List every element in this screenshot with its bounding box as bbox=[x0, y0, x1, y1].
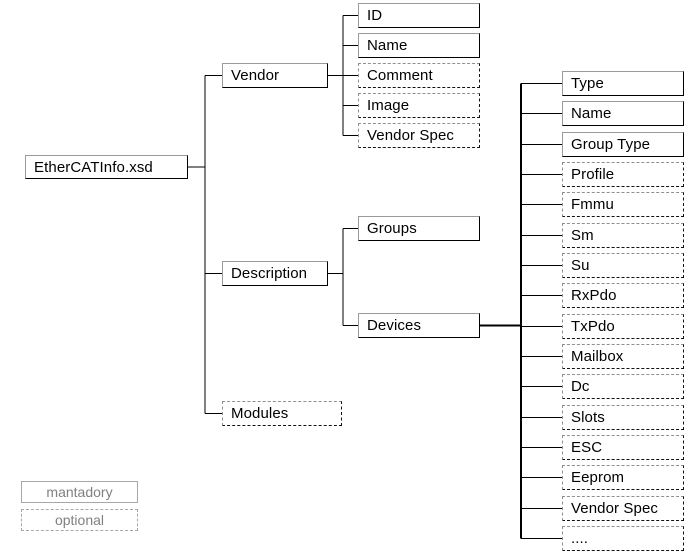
node-label: Dc bbox=[571, 378, 590, 395]
node-label: Devices bbox=[367, 317, 422, 334]
node-devices[interactable]: Devices bbox=[358, 313, 480, 338]
node-device-sm[interactable]: Sm bbox=[562, 223, 684, 248]
node-label: Type bbox=[571, 75, 604, 92]
node-label: Profile bbox=[571, 166, 615, 183]
node-label: RxPdo bbox=[571, 287, 617, 304]
legend-mandatory: mantadory bbox=[21, 481, 138, 503]
node-device-mailbox[interactable]: Mailbox bbox=[562, 344, 684, 369]
node-label: Name bbox=[571, 105, 612, 122]
node-label: Comment bbox=[367, 67, 433, 84]
node-label: TxPdo bbox=[571, 318, 615, 335]
node-vendor[interactable]: Vendor bbox=[222, 63, 328, 88]
legend-optional: optional bbox=[21, 509, 138, 531]
node-label: .... bbox=[571, 530, 589, 547]
node-device-esc[interactable]: ESC bbox=[562, 435, 684, 460]
node-label: EtherCATInfo.xsd bbox=[34, 158, 153, 176]
node-groups[interactable]: Groups bbox=[358, 216, 480, 241]
legend-label: optional bbox=[54, 512, 105, 528]
node-vendor-comment[interactable]: Comment bbox=[358, 63, 480, 88]
node-label: Vendor Spec bbox=[571, 500, 658, 517]
node-vendor-id[interactable]: ID bbox=[358, 3, 480, 28]
node-device-profile[interactable]: Profile bbox=[562, 162, 684, 187]
node-vendor-name[interactable]: Name bbox=[358, 33, 480, 58]
node-label: Image bbox=[367, 97, 410, 114]
node-label: Group Type bbox=[571, 136, 651, 153]
node-label: Su bbox=[571, 257, 590, 274]
node-device-group-type[interactable]: Group Type bbox=[562, 132, 684, 157]
node-device-rxpdo[interactable]: RxPdo bbox=[562, 283, 684, 308]
node-label: Eeprom bbox=[571, 469, 625, 486]
node-root[interactable]: EtherCATInfo.xsd bbox=[25, 155, 188, 179]
node-label: Vendor Spec bbox=[367, 127, 454, 144]
node-label: Name bbox=[367, 37, 408, 54]
node-device-eeprom[interactable]: Eeprom bbox=[562, 465, 684, 490]
node-description[interactable]: Description bbox=[222, 261, 328, 286]
node-device-txpdo[interactable]: TxPdo bbox=[562, 314, 684, 339]
legend-label: mantadory bbox=[46, 484, 113, 500]
node-label: Sm bbox=[571, 227, 594, 244]
node-device-su[interactable]: Su bbox=[562, 253, 684, 278]
node-device-more[interactable]: .... bbox=[562, 526, 684, 551]
node-device-name[interactable]: Name bbox=[562, 101, 684, 126]
node-modules[interactable]: Modules bbox=[222, 401, 342, 426]
node-label: Vendor bbox=[231, 67, 280, 84]
node-device-dc[interactable]: Dc bbox=[562, 374, 684, 399]
node-label: ESC bbox=[571, 439, 603, 456]
node-label: Fmmu bbox=[571, 196, 614, 213]
node-label: Groups bbox=[367, 220, 417, 237]
node-vendor-vendor-spec[interactable]: Vendor Spec bbox=[358, 123, 480, 148]
node-label: Description bbox=[231, 265, 308, 282]
node-device-vendor-spec[interactable]: Vendor Spec bbox=[562, 496, 684, 521]
node-label: Modules bbox=[231, 405, 289, 422]
node-label: Slots bbox=[571, 409, 605, 426]
node-label: ID bbox=[367, 7, 383, 24]
node-device-type[interactable]: Type bbox=[562, 71, 684, 96]
node-device-slots[interactable]: Slots bbox=[562, 405, 684, 430]
node-label: Mailbox bbox=[571, 348, 624, 365]
node-device-fmmu[interactable]: Fmmu bbox=[562, 192, 684, 217]
node-vendor-image[interactable]: Image bbox=[358, 93, 480, 118]
